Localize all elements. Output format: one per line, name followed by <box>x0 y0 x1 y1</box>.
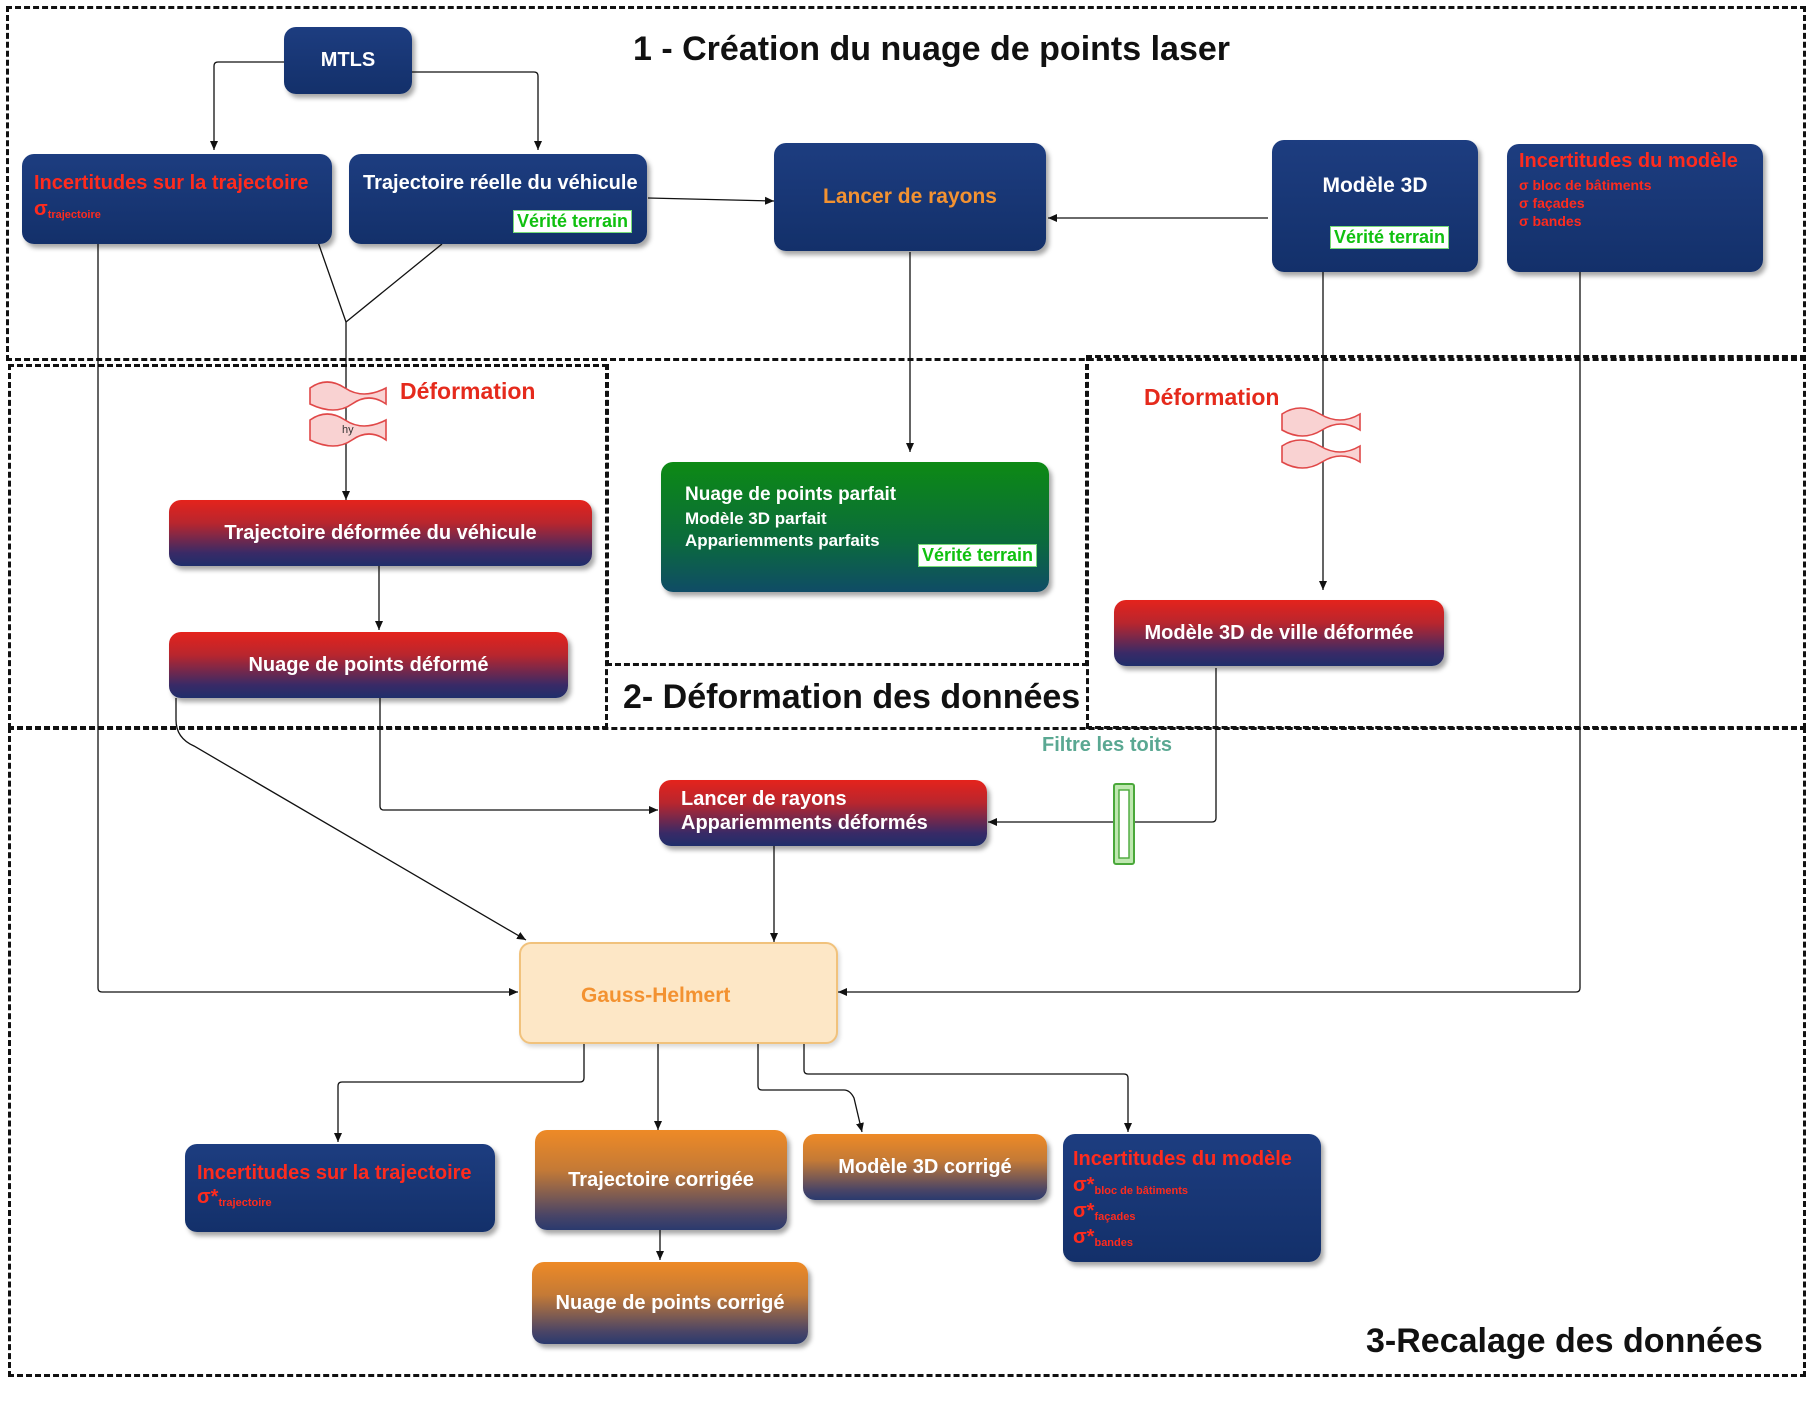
filter-symbol <box>1113 783 1135 865</box>
edge-gauss-incerttraj <box>334 1044 585 1142</box>
node-trajectoire-corrigee[interactable]: Trajectoire corrigée <box>535 1130 787 1230</box>
modele-ville-deforme-label: Modèle 3D de ville déformée <box>1144 621 1414 644</box>
node-mtls-label: MTLS <box>320 49 376 71</box>
incert-traj-bottom-title: Incertitudes sur la trajectoire <box>197 1162 472 1184</box>
incert-modele-top-line-2: σ façades <box>1519 195 1585 211</box>
modele3d-label: Modèle 3D <box>1322 174 1428 197</box>
lancer-def-line-2: Appariemments déformés <box>681 812 928 834</box>
incert-modele-bottom-item-2: σ*façades <box>1073 1200 1136 1223</box>
edge-merge-a <box>317 241 347 323</box>
nuage-parfait-line-3: Appariemments parfaits <box>685 531 880 550</box>
wave-small-label: hy <box>342 424 354 436</box>
label-deformation-left: Déformation <box>400 378 536 404</box>
edge-gauss-incertmodele <box>803 1044 1132 1132</box>
node-incertitudes-trajectoire-bottom[interactable]: Incertitudes sur la trajectoire σ*trajec… <box>185 1144 495 1232</box>
edge-merge-b <box>345 243 443 323</box>
verite-terrain-badge-modele: Vérité terrain <box>1330 226 1450 249</box>
edge-nuagedef-gauss <box>175 698 527 941</box>
label-deformation-right: Déformation <box>1144 384 1280 410</box>
node-modele-3d[interactable]: Modèle 3D Vérité terrain <box>1272 140 1478 272</box>
node-nuage-deforme[interactable]: Nuage de points déformé <box>169 632 568 698</box>
node-modele-ville-deforme[interactable]: Modèle 3D de ville déformée <box>1114 600 1444 666</box>
nuage-parfait-line-2: Modèle 3D parfait <box>685 509 827 528</box>
edge-mtls-trajreelle <box>412 71 542 150</box>
node-incertitudes-trajectoire-top[interactable]: Incertitudes sur la trajectoire σtraject… <box>22 154 332 244</box>
nuage-deforme-label: Nuage de points déformé <box>248 653 489 676</box>
node-incertitudes-modele-top[interactable]: Incertitudes du modèle σ bloc de bâtimen… <box>1507 144 1763 272</box>
verite-terrain-badge-nuage: Vérité terrain <box>918 544 1038 567</box>
wave-symbol-left <box>309 381 387 447</box>
label-filtre-toits: Filtre les toits <box>1042 734 1173 756</box>
node-incertitudes-modele-bottom[interactable]: Incertitudes du modèle σ*bloc de bâtimen… <box>1063 1134 1321 1262</box>
lancer-def-line-1: Lancer de rayons <box>681 788 847 810</box>
incert-modele-bottom-item-3: σ*bandes <box>1073 1226 1133 1249</box>
section-title-recalage: 3-Recalage des données <box>1366 1322 1763 1360</box>
edge-incerttraj-gauss <box>97 244 518 996</box>
node-mtls[interactable]: MTLS <box>284 27 412 94</box>
incert-modele-top-line-1: σ bloc de bâtiments <box>1519 177 1652 193</box>
edge-incertmodele-gauss <box>838 272 1581 996</box>
node-trajectoire-deformee[interactable]: Trajectoire déformée du véhicule <box>169 500 592 566</box>
node-nuage-corrige[interactable]: Nuage de points corrigé <box>532 1262 808 1344</box>
section-title-deformation: 2- Déformation des données <box>623 678 1081 716</box>
incert-modele-bottom-title: Incertitudes du modèle <box>1073 1148 1292 1170</box>
edge-gauss-modelecorr <box>757 1044 864 1133</box>
incert-modele-top-line-3: σ bandes <box>1519 213 1582 229</box>
traj-deformee-label: Trajectoire déformée du véhicule <box>224 521 537 544</box>
node-gauss-helmert[interactable]: Gauss-Helmert <box>519 942 838 1044</box>
nuage-parfait-line-1: Nuage de points parfait <box>685 484 897 505</box>
node-lancer-de-rayons[interactable]: Lancer de rayons <box>774 143 1046 251</box>
incert-modele-top-lines: σ bloc de bâtiments σ façades σ bandes <box>1519 176 1652 230</box>
edge-mtls-incert <box>210 61 285 150</box>
region-recalage <box>8 727 1806 1377</box>
node-trajectoire-reelle[interactable]: Trajectoire réelle du véhicule Vérité te… <box>349 154 647 244</box>
incert-traj-bottom-sigma: σ*trajectoire <box>197 1186 272 1209</box>
gauss-helmert-label: Gauss-Helmert <box>581 984 731 1007</box>
verite-terrain-badge-traj: Vérité terrain <box>513 210 633 233</box>
incert-traj-top-sigma: σtrajectoire <box>34 198 101 221</box>
incert-modele-bottom-item-1: σ*bloc de bâtiments <box>1073 1174 1188 1197</box>
incert-modele-top-title: Incertitudes du modèle <box>1519 150 1738 172</box>
traj-corrigee-label: Trajectoire corrigée <box>568 1168 754 1191</box>
wave-symbol-right <box>1281 407 1361 469</box>
nuage-corrige-label: Nuage de points corrigé <box>555 1291 785 1314</box>
edge-villedef-lancerdef <box>988 668 1217 826</box>
edge-nuagedef-lancerdef <box>379 698 658 814</box>
traj-reelle-label: Trajectoire réelle du véhicule <box>363 172 638 194</box>
region-creation <box>6 6 1806 361</box>
node-modele3d-corrige[interactable]: Modèle 3D corrigé <box>803 1134 1047 1200</box>
modele3d-corrige-label: Modèle 3D corrigé <box>838 1155 1012 1178</box>
node-nuage-parfait[interactable]: Nuage de points parfait Modèle 3D parfai… <box>661 462 1049 592</box>
section-title-creation: 1 - Création du nuage de points laser <box>633 30 1230 68</box>
edge-trajreelle-lancer <box>647 196 775 205</box>
incert-traj-top-title: Incertitudes sur la trajectoire <box>34 172 309 194</box>
lancer-rayons-label: Lancer de rayons <box>823 185 997 208</box>
node-lancer-appariements-deformes[interactable]: Lancer de rayons Appariemments déformés <box>659 780 987 846</box>
